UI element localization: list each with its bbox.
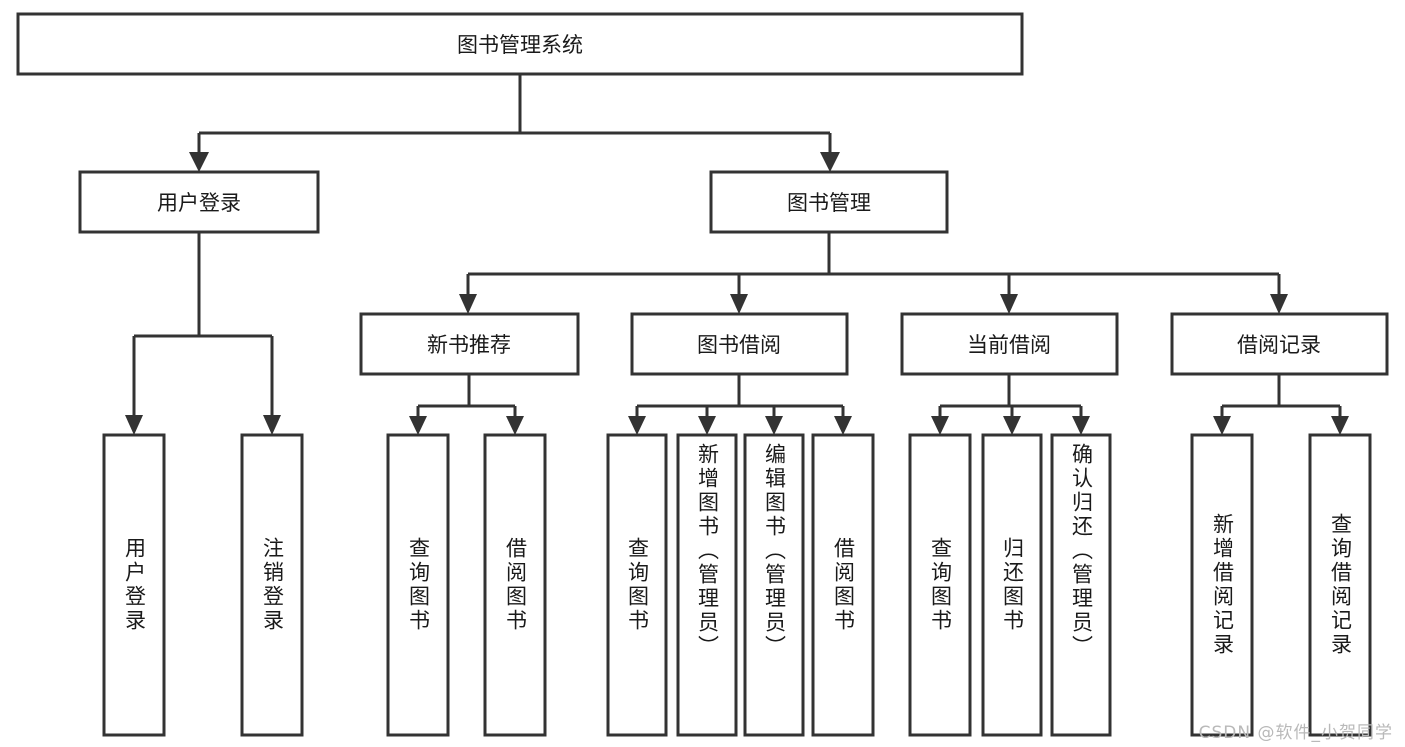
node-new-book-recommend-box[interactable] bbox=[359, 312, 580, 376]
node-root-box[interactable] bbox=[16, 12, 1024, 76]
arrow-head-leaf-logout bbox=[263, 415, 281, 435]
arrow-head-book-manage bbox=[820, 152, 840, 172]
node-borrow-record-label: 借阅记录 bbox=[1237, 333, 1321, 357]
connector-root-to-level1 bbox=[189, 74, 840, 172]
arrow-head-leaf-query-record bbox=[1331, 416, 1349, 435]
node-user-login[interactable]: 用户登录 bbox=[78, 170, 320, 234]
node-leaf-borrow-book-2-box[interactable] bbox=[811, 433, 875, 737]
node-current-borrow[interactable]: 当前借阅 bbox=[900, 312, 1119, 376]
node-current-borrow-label: 当前借阅 bbox=[967, 333, 1051, 357]
node-book-manage-box[interactable] bbox=[709, 170, 949, 234]
node-leaf-query-book-1-box[interactable] bbox=[386, 433, 450, 737]
node-leaf-confirm-return-box[interactable] bbox=[1050, 433, 1112, 737]
node-book-borrow[interactable]: 图书借阅 bbox=[630, 312, 849, 376]
arrow-head-leaf-add-record bbox=[1213, 416, 1231, 435]
node-root[interactable]: 图书管理系统 bbox=[16, 12, 1024, 76]
node-new-book-recommend-label: 新书推荐 bbox=[427, 333, 511, 357]
arrow-head-leaf-confirm-return bbox=[1072, 416, 1090, 435]
node-user-login-box[interactable] bbox=[78, 170, 320, 234]
arrow-head-book-borrow bbox=[730, 294, 748, 314]
arrow-head-current-borrow bbox=[1000, 294, 1018, 314]
node-leaf-add-book-box[interactable] bbox=[676, 433, 738, 737]
node-book-borrow-label: 图书借阅 bbox=[697, 333, 781, 357]
connector-book-borrow-to-leaves bbox=[628, 374, 852, 435]
connector-current-borrow-to-leaves bbox=[931, 374, 1090, 435]
connector-borrow-record-to-leaves bbox=[1213, 374, 1349, 435]
arrow-head-new-book-recommend bbox=[459, 294, 477, 314]
arrow-head-leaf-borrow-book-1 bbox=[506, 416, 524, 435]
node-new-book-recommend[interactable]: 新书推荐 bbox=[359, 312, 580, 376]
node-user-login-label: 用户登录 bbox=[157, 191, 241, 215]
node-leaf-query-record-box[interactable] bbox=[1308, 433, 1372, 737]
node-leaf-edit-book-box[interactable] bbox=[743, 433, 805, 737]
connector-user-login-to-leaves bbox=[125, 232, 281, 435]
node-leaf-add-record-box[interactable] bbox=[1190, 433, 1254, 737]
connector-book-manage-to-level2 bbox=[459, 232, 1288, 314]
node-leaf-borrow-book-1-box[interactable] bbox=[483, 433, 547, 737]
arrow-head-leaf-return-book bbox=[1003, 416, 1021, 435]
arrow-head-user-login bbox=[189, 152, 209, 172]
arrow-head-leaf-user-login bbox=[125, 415, 143, 435]
node-borrow-record[interactable]: 借阅记录 bbox=[1170, 312, 1389, 376]
node-borrow-record-box[interactable] bbox=[1170, 312, 1389, 376]
arrow-head-leaf-query-book-2 bbox=[628, 416, 646, 435]
node-root-label: 图书管理系统 bbox=[457, 33, 583, 57]
node-leaf-query-book-3-box[interactable] bbox=[908, 433, 972, 737]
arrow-head-leaf-borrow-book-2 bbox=[834, 416, 852, 435]
arrow-head-leaf-edit-book bbox=[765, 416, 783, 435]
node-book-manage[interactable]: 图书管理 bbox=[709, 170, 949, 234]
connector-new-book-recommend-to-leaves bbox=[409, 374, 524, 435]
node-book-borrow-box[interactable] bbox=[630, 312, 849, 376]
node-current-borrow-box[interactable] bbox=[900, 312, 1119, 376]
arrow-head-leaf-add-book bbox=[698, 416, 716, 435]
node-book-manage-label: 图书管理 bbox=[787, 191, 871, 215]
node-leaf-logout-box[interactable] bbox=[240, 433, 304, 737]
arrow-head-borrow-record bbox=[1270, 294, 1288, 314]
node-leaf-return-book-box[interactable] bbox=[981, 433, 1043, 737]
csdn-watermark: CSDN @软件_小贺同学 bbox=[1198, 723, 1393, 743]
arrow-head-leaf-query-book-3 bbox=[931, 416, 949, 435]
node-leaf-query-book-2-box[interactable] bbox=[606, 433, 668, 737]
arrow-head-leaf-query-book-1 bbox=[409, 416, 427, 435]
node-leaf-user-login-box[interactable] bbox=[102, 433, 166, 737]
